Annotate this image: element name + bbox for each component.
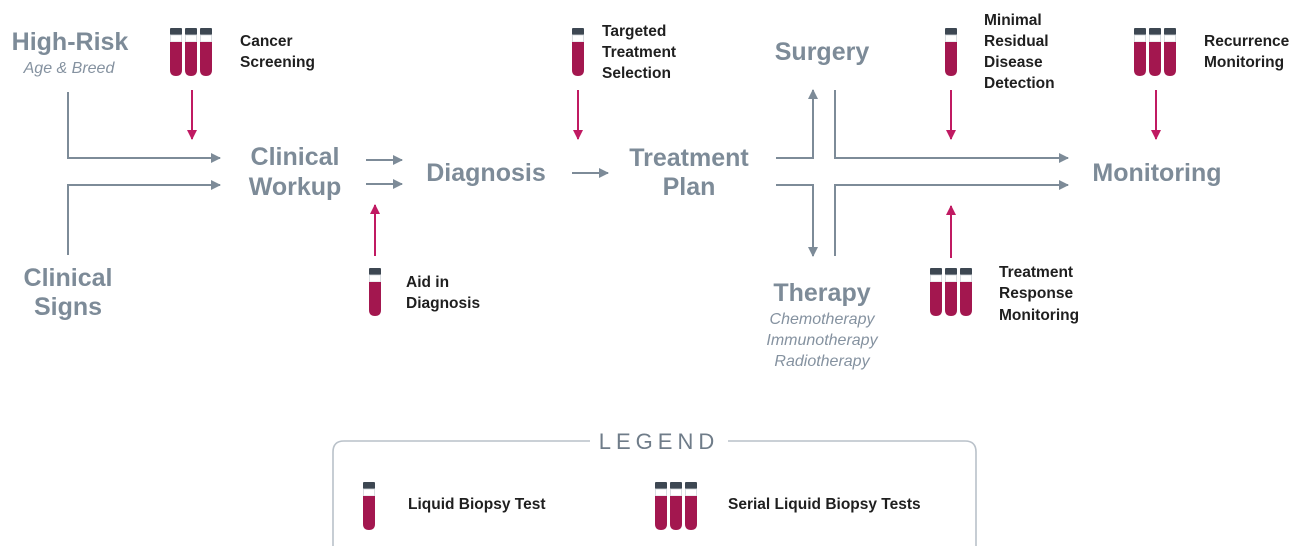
legend: LEGEND Liquid Biopsy Test Serial Liquid … [332, 429, 977, 546]
stage-therapy: Therapy [773, 279, 870, 307]
test-treatment-response-line: Treatment [999, 264, 1073, 281]
flow-plan-to-surgery [776, 89, 818, 159]
therapy-sub-item: Radiotherapy [774, 353, 870, 370]
test-treatment-response-line: Response [999, 285, 1073, 302]
stage-plan-line1: Treatment [629, 144, 749, 172]
flow-plan-to-therapy [776, 184, 818, 257]
test-targeted-selection-line: Selection [602, 65, 671, 82]
liquid-biopsy-tube-icon [571, 27, 585, 77]
therapy-sub-item: Immunotherapy [766, 332, 878, 349]
test-treatment-response-line: Monitoring [999, 307, 1079, 324]
flow-lines [67, 89, 1069, 257]
test-targeted-selection-line: Treatment [602, 44, 676, 61]
test-cancer-screening-line: Screening [240, 54, 315, 71]
stage-high-risk-sub: Age & Breed [23, 60, 116, 77]
flow-high-risk-to-workup [67, 92, 221, 163]
test-mrd-line: Residual [984, 33, 1049, 50]
legend-border [332, 440, 977, 546]
serial-tubes-icon [1134, 28, 1176, 76]
test-mrd-line: Minimal [984, 12, 1042, 29]
stage-labels: High-Risk Age & Breed Clinical Signs Cli… [12, 28, 1222, 370]
legend-serial-label: Serial Liquid Biopsy Tests [728, 496, 921, 513]
legend-title: LEGEND [599, 429, 719, 454]
stage-workup-line1: Clinical [251, 143, 340, 171]
liquid-biopsy-tube-icon [944, 27, 958, 77]
flow-therapy-to-monitoring [834, 180, 1069, 256]
test-targeted-selection-line: Targeted [602, 23, 666, 40]
test-aid-in-diagnosis-line: Diagnosis [406, 295, 480, 312]
serial-tubes-icon [930, 268, 972, 316]
serial-tubes-icon [170, 28, 212, 76]
legend-single-tube-icon [362, 481, 376, 531]
stage-diagnosis: Diagnosis [426, 159, 545, 187]
stage-surgery: Surgery [775, 38, 870, 66]
stage-clinical-signs-line1: Clinical [24, 264, 113, 292]
flow-signs-to-workup [67, 180, 221, 255]
liquid-biopsy-tube-icon [368, 267, 382, 317]
test-mrd-line: Detection [984, 75, 1055, 92]
stage-monitoring: Monitoring [1092, 159, 1221, 187]
flow-surgery-to-monitoring [834, 90, 1069, 163]
test-cancer-screening-line: Cancer [240, 33, 293, 50]
test-labels: Cancer Screening Aid in Diagnosis Target… [240, 12, 1290, 324]
stage-clinical-signs-line2: Signs [34, 293, 102, 321]
stage-high-risk: High-Risk [12, 28, 129, 56]
test-recurrence-line: Monitoring [1204, 54, 1284, 71]
therapy-sub-item: Chemotherapy [770, 311, 876, 328]
legend-single-label: Liquid Biopsy Test [408, 496, 546, 513]
stage-plan-line2: Plan [663, 173, 716, 201]
legend-serial-tubes-icon [655, 482, 697, 530]
stage-workup-line2: Workup [249, 173, 342, 201]
test-arrows [187, 90, 1161, 258]
test-recurrence-line: Recurrence [1204, 33, 1290, 50]
test-mrd-line: Disease [984, 54, 1043, 71]
test-aid-in-diagnosis-line: Aid in [406, 274, 449, 291]
